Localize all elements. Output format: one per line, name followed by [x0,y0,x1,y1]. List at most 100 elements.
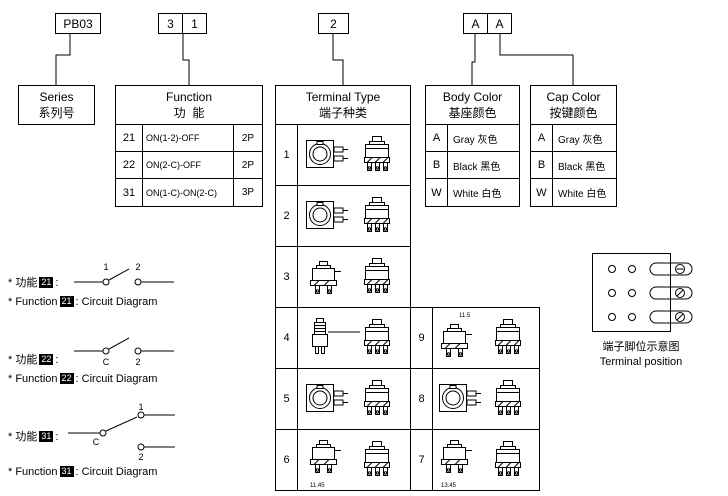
function-code-badge: 22 [59,373,74,384]
function-code-badge: 22 [39,354,54,365]
terminal-cell-1: 1 [275,124,411,186]
terminal-cell-drawing [298,369,410,429]
code-function-b-value: 1 [191,16,198,31]
terminal-cell-7: 7 13.45 [410,429,540,491]
circuit-label-en-suffix: : Circuit Diagram [75,296,158,308]
function-code: 31 [116,179,143,206]
terminal-cell-2: 2 [275,185,411,247]
function-row: 22 ON(2-C)-OFF 2P [116,152,262,179]
dimension-label: 11.45 [310,483,325,489]
dimension-label: 11.5 [459,313,471,319]
code-box-body-color: A [463,13,488,34]
body-color-row: B Black 黑色 [426,152,519,179]
terminal-cell-6: 6 11.45 [275,429,411,491]
terminal-cell-number: 5 [276,369,298,429]
terminal-label: C [103,357,110,367]
function-code: 22 [116,152,143,178]
body-color-name: Black 黑色 [453,161,501,173]
cap-color-title-en: Cap Color [546,89,601,104]
circuit-label-cn-colon: : [55,354,59,366]
cap-color-name: Black 黑色 [558,161,606,173]
cap-color-code: A [531,125,553,151]
circuit-label-en-text: * Function [8,373,58,385]
terminal-type-header: Terminal Type 端子种类 [275,85,411,125]
terminal-cell-drawing [433,369,539,429]
terminal-cell-drawing: 11.5 [433,308,539,368]
terminal-cell-3: 3 [275,246,411,308]
cap-color-name: White 白色 [558,189,607,200]
body-color-code: B [426,152,448,178]
code-body-color-value: A [471,16,480,31]
terminal-cell-8: 8 [410,368,540,430]
terminal-cell-drawing: 13.45 [433,430,539,490]
code-box-cap-color: A [487,13,512,34]
circuit-diagram-22: C 2 [74,337,174,367]
cap-color-table: A Gray 灰色 B Black 黑色 W White 白色 [530,124,617,207]
function-table: 21 ON(1-2)-OFF 2P 22 ON(2-C)-OFF 2P 31 O… [115,124,263,207]
function-code-badge: 21 [39,277,54,288]
terminal-type-title-cn: 端子种类 [318,106,367,120]
cap-color-title-cn: 按键颜色 [549,106,598,120]
terminal-cell-number: 1 [276,125,298,185]
terminal-label: 2 [135,357,140,367]
function-code-badge: 31 [39,431,54,442]
circuit-diagram-21: 1 2 [74,262,174,286]
cap-color-row: B Black 黑色 [531,152,616,179]
code-terminal-value: 2 [330,16,337,31]
terminal-cell-drawing [298,308,410,368]
code-cap-color-value: A [495,16,504,31]
function-desc: ON(1-2)-OFF [143,125,234,151]
cap-color-code: B [531,152,553,178]
function-code-badge: 31 [59,466,74,477]
terminal-cell-number: 9 [411,308,433,368]
circuit-label-cn-text: * 功能 [8,354,38,366]
circuit-label-cn-colon: : [55,277,59,289]
function-row: 31 ON(1-C)-ON(2-C) 3P [116,179,262,206]
code-series-value: PB03 [63,16,93,31]
terminal-position-diagram [592,253,693,332]
function-title-cn: 功 能 [173,106,205,120]
terminal-label: 2 [138,452,143,462]
cap-color-header: Cap Color 按键颜色 [530,85,617,125]
terminal-position-caption: 端子脚位示意图 Terminal position [575,340,707,371]
terminal-cell-drawing [298,186,410,246]
circuit-label-en-suffix: : Circuit Diagram [75,373,158,385]
terminal-type-title-en: Terminal Type [305,89,381,104]
circuit-label-en-text: * Function [8,466,58,478]
code-box-function-a: 3 [158,13,183,34]
function-poles: 3P [241,187,255,198]
terminal-label: C [93,437,100,447]
dimension-label: 13.45 [441,483,457,489]
body-color-code: W [426,179,448,206]
body-color-code: A [426,125,448,151]
cap-color-code: W [531,179,553,206]
function-desc: ON(2-C)-OFF [143,152,234,178]
function-poles: 2P [241,159,255,171]
code-function-a-value: 3 [167,16,174,31]
terminal-cell-number: 2 [276,186,298,246]
terminal-cell-9: 9 11.5 [410,307,540,369]
terminal-position-caption-cn: 端子脚位示意图 [602,341,680,353]
circuit-label-en-suffix: : Circuit Diagram [75,466,158,478]
cap-color-row: A Gray 灰色 [531,125,616,152]
series-title-en: Series [39,89,74,104]
body-color-title-en: Body Color [442,89,503,104]
terminal-cell-5: 5 [275,368,411,430]
function-poles: 2P [241,132,255,144]
terminal-label: 2 [135,262,140,272]
body-color-title-cn: 基座颜色 [448,106,497,120]
terminal-cell-number: 4 [276,308,298,368]
terminal-cell-number: 6 [276,430,298,490]
function-desc: ON(1-C)-ON(2-C) [143,179,234,206]
terminal-cell-number: 8 [411,369,433,429]
function-row: 21 ON(1-2)-OFF 2P [116,125,262,152]
circuit-label-cn-text: * 功能 [8,277,38,289]
